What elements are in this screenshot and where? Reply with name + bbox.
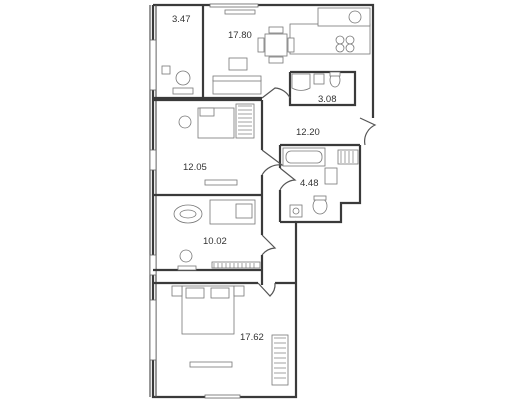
bedroom-1-furniture [178,103,255,186]
interior-walls [153,5,360,285]
bedroom-3-furniture [171,285,289,399]
bedroom-2-furniture [173,199,261,271]
left-windows [149,39,157,361]
large-bathroom-fixtures [282,147,338,218]
room-area-balcony: 3.47 [172,14,191,25]
room-area-kitchen-living: 17.80 [228,30,252,41]
door-swings [257,87,377,297]
room-area-bedroom-3: 17.62 [240,332,264,343]
room-area-bathroom-small: 3.08 [318,94,337,105]
room-area-bedroom-1: 12.05 [183,162,207,173]
small-bathroom-fixtures [291,71,341,91]
room-area-bedroom-2: 10.02 [203,236,227,247]
room-area-bathroom-large: 4.48 [300,178,319,189]
hallway-fixtures [337,149,359,165]
room-area-hallway: 12.20 [296,127,320,138]
kitchen-furniture [209,3,371,95]
balcony-furniture [161,65,194,95]
